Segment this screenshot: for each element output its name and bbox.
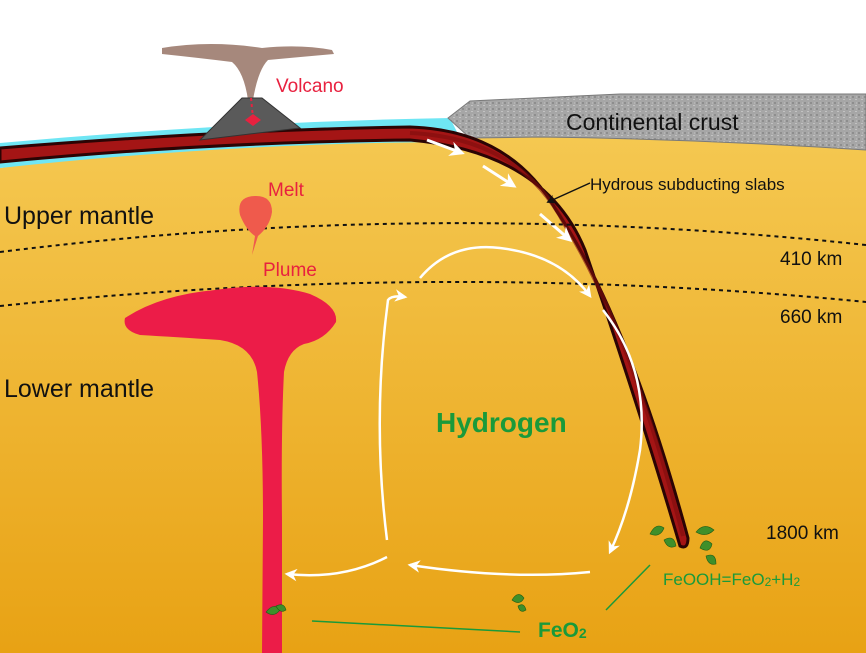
depth-410-label: 410 km [780, 249, 843, 270]
feo2-connector-left [311, 620, 521, 633]
mantle-plume [124, 286, 337, 653]
reaction-label: FeOOH=FeO2+H2 [663, 571, 800, 588]
feo2-connector-right [605, 564, 651, 611]
feo2-sub: 2 [578, 625, 587, 641]
plume-label: Plume [263, 260, 317, 281]
reaction-part-a: FeOOH=FeO [663, 570, 765, 589]
volcano-magma [245, 114, 261, 126]
melt-droplet [239, 196, 272, 255]
slab-motion-arrows [426, 138, 573, 242]
upper-mantle-label: Upper mantle [4, 202, 155, 230]
lower-mantle-label: Lower mantle [4, 375, 155, 403]
hydrogen-label: Hydrogen [436, 407, 567, 438]
reaction-part-b: +H [771, 570, 794, 589]
reaction-sub-1: 2 [764, 575, 772, 589]
slab-pointer-arrow [546, 182, 591, 204]
feo2-label: FeO2 [538, 620, 587, 641]
volcano-ash-cloud [162, 44, 334, 100]
feo2-main: FeO [538, 619, 579, 642]
hydrogen-convection-loop [284, 245, 643, 582]
subducting-slab [0, 125, 690, 549]
melt-label: Melt [268, 180, 304, 201]
depth-660-label: 660 km [780, 307, 843, 328]
mantle [0, 134, 866, 653]
continental-crust-label: Continental crust [566, 109, 739, 135]
reaction-sub-2: 2 [793, 575, 801, 589]
depth-1800-label: 1800 km [766, 523, 839, 544]
volcano-label: Volcano [276, 76, 344, 97]
feo2-particles [265, 525, 717, 615]
boundary-410 [0, 222, 866, 253]
hydrous-slabs-label: Hydrous subducting slabs [590, 175, 785, 194]
